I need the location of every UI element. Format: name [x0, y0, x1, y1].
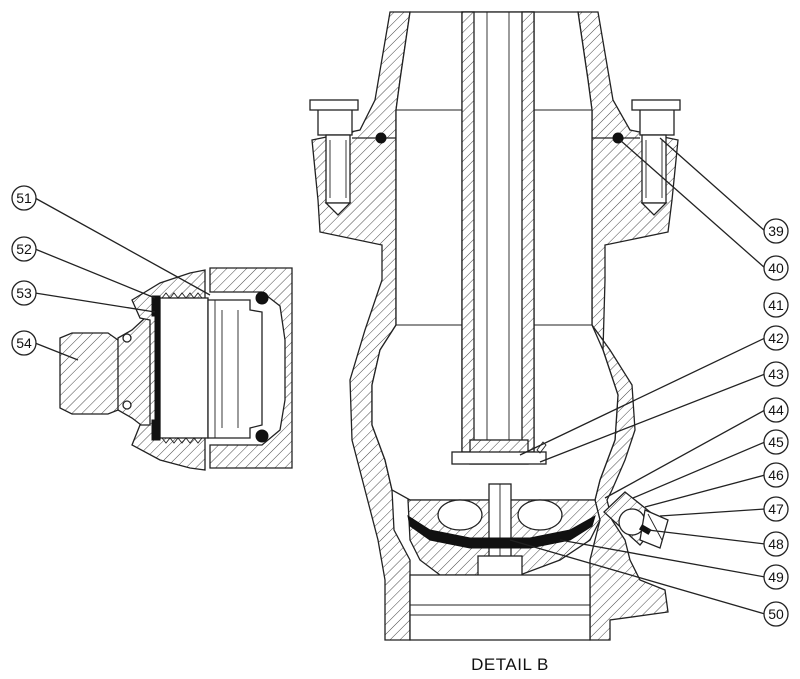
callout-label: 42 — [768, 330, 784, 346]
callout-label: 49 — [768, 569, 784, 585]
callouts-left: 51 52 53 54 — [11, 185, 37, 356]
callout-label: 43 — [768, 366, 784, 382]
callout-46: 46 — [763, 462, 789, 488]
left-flange-bolt — [309, 99, 359, 216]
drain-valve — [603, 491, 669, 549]
callout-label: 41 — [768, 297, 784, 313]
callout-label: 53 — [16, 285, 32, 301]
callout-51: 51 — [11, 185, 37, 211]
right-flange-bolt — [631, 99, 681, 216]
callout-45: 45 — [763, 429, 789, 455]
callout-50: 50 — [763, 601, 789, 627]
callout-39: 39 — [763, 218, 789, 244]
callout-48: 48 — [763, 531, 789, 557]
callout-label: 45 — [768, 434, 784, 450]
callout-40: 40 — [763, 255, 789, 281]
callout-53: 53 — [11, 280, 37, 306]
callout-49: 49 — [763, 564, 789, 590]
callout-label: 46 — [768, 467, 784, 483]
callout-label: 47 — [768, 501, 784, 517]
callout-label: 48 — [768, 536, 784, 552]
detail-caption: DETAIL B — [471, 655, 549, 674]
callout-43: 43 — [763, 361, 789, 387]
callout-label: 39 — [768, 223, 784, 239]
callouts-right: 39 40 41 42 43 44 45 46 47 48 49 50 — [763, 218, 789, 627]
callout-54: 54 — [11, 330, 37, 356]
callout-label: 44 — [768, 402, 784, 418]
callout-label: 50 — [768, 606, 784, 622]
callout-label: 54 — [16, 335, 32, 351]
callout-label: 40 — [768, 260, 784, 276]
callout-label: 51 — [16, 190, 32, 206]
callout-44: 44 — [763, 397, 789, 423]
coupling-detail — [59, 267, 293, 471]
callout-41: 41 — [763, 292, 789, 318]
callout-leaders — [34, 137, 766, 615]
hydrant-section — [309, 11, 681, 641]
callout-52: 52 — [11, 236, 37, 262]
callout-47: 47 — [763, 496, 789, 522]
callout-42: 42 — [763, 325, 789, 351]
callout-label: 52 — [16, 241, 32, 257]
